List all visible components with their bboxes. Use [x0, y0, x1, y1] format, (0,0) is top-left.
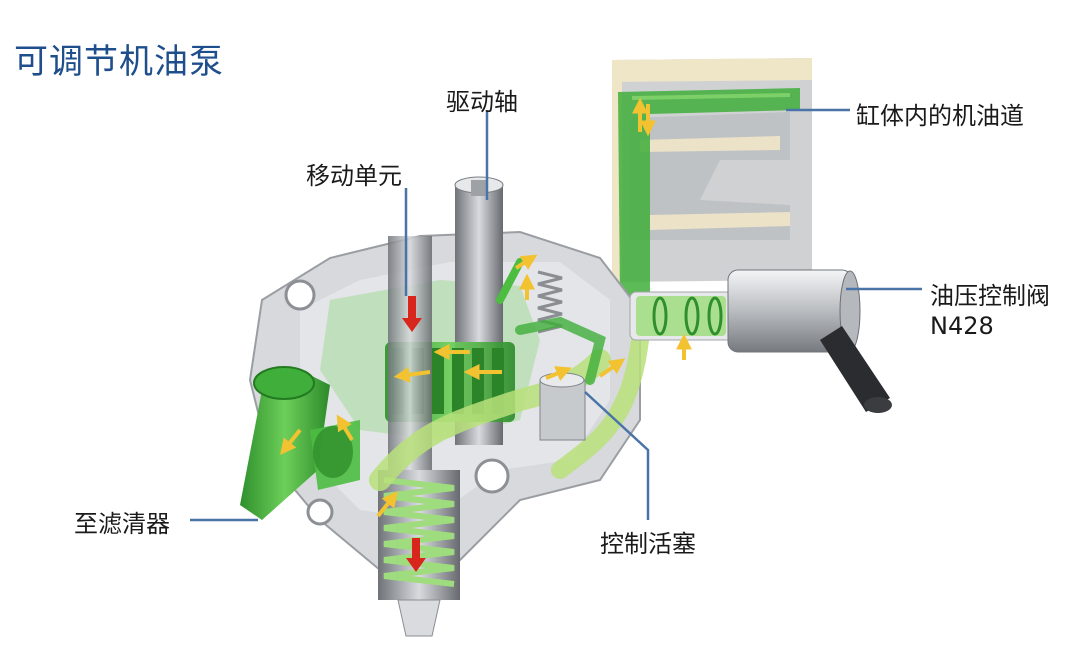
- page-title: 可调节机油泵: [14, 42, 224, 82]
- cylinder-block: [612, 58, 812, 282]
- label-pressure-valve: 油压控制阀: [930, 282, 1050, 310]
- pressure-arrows: [402, 296, 426, 572]
- pressure-control-valve: [629, 269, 892, 413]
- label-cylinder-oil-channel: 缸体内的机油道: [856, 102, 1024, 130]
- label-control-piston: 控制活塞: [600, 530, 696, 558]
- flow-arrows: [280, 97, 692, 518]
- leader-control-piston: [584, 391, 650, 520]
- label-to-filter: 至滤清器: [74, 510, 170, 538]
- label-pressure-valve-code: N428: [930, 312, 994, 340]
- label-moving-unit: 移动单元: [306, 162, 402, 190]
- control-piston-body: [539, 372, 586, 441]
- label-drive-shaft: 驱动轴: [446, 88, 518, 116]
- leader-lines: [190, 108, 922, 522]
